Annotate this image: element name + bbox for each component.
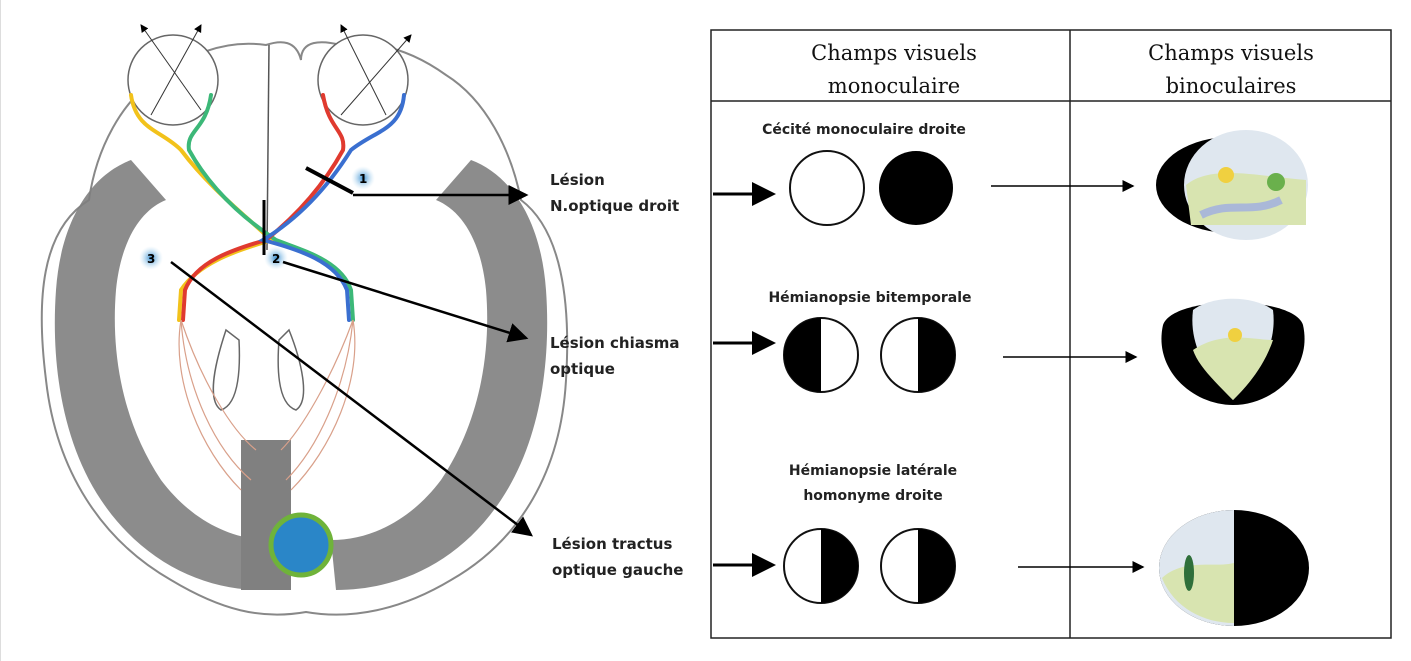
binocular-field-2 xyxy=(1161,298,1305,405)
brain-illustration: 1 2 3 xyxy=(40,24,569,616)
optic-radiations xyxy=(178,319,356,491)
lesion-2-label-line1: Lésion chiasma xyxy=(550,334,680,352)
row-2-title: Hémianopsie bitemporale xyxy=(768,290,971,306)
lesion-number-2: 2 xyxy=(272,252,280,266)
binocular-field-3 xyxy=(1159,510,1309,626)
lesion-pointer-arrows xyxy=(170,185,533,537)
lesion-3-label-line2: optique gauche xyxy=(552,561,683,579)
visual-cortex-logo xyxy=(268,512,334,578)
row-1-right-eye-field xyxy=(879,151,953,225)
row-1-title: Cécité monoculaire droite xyxy=(762,122,966,138)
row-2-right-eye-field xyxy=(880,317,956,393)
lesion-number-1: 1 xyxy=(359,172,367,186)
lesion-1-label-line1: Lésion xyxy=(550,171,605,189)
cortex-left xyxy=(54,160,271,590)
midline xyxy=(266,44,270,251)
row-2-left-eye-field xyxy=(783,317,859,393)
header-monocular-line1: Champs visuels xyxy=(811,41,977,65)
header-binocular-line2: binoculaires xyxy=(1166,74,1297,98)
row-3-title-line2: homonyme droite xyxy=(803,488,942,504)
lesion-2-label-line2: optique xyxy=(550,360,615,378)
binocular-field-1 xyxy=(1156,130,1308,240)
row-3-left-eye-field xyxy=(783,528,859,604)
lesion-number-3: 3 xyxy=(147,252,155,266)
row-3-title-line1: Hémianopsie latérale xyxy=(789,463,957,479)
lesion-1-label-line2: N.optique droit xyxy=(550,197,679,215)
row-3-right-eye-field xyxy=(880,528,956,604)
lesion-3-label-line1: Lésion tractus xyxy=(552,535,672,553)
optic-pathways xyxy=(129,93,406,322)
visual-field-table: Champs visuels monoculaire Champs visuel… xyxy=(710,29,1392,639)
header-monocular-line2: monoculaire xyxy=(828,74,960,98)
cortex-right xyxy=(331,160,548,590)
right-eye xyxy=(317,34,409,126)
header-binocular-line1: Champs visuels xyxy=(1148,41,1314,65)
left-eye xyxy=(127,34,219,126)
row-1-left-eye-field xyxy=(789,150,865,226)
lesion-markers: 1 2 3 xyxy=(139,166,375,270)
table-arrows xyxy=(713,180,1145,577)
